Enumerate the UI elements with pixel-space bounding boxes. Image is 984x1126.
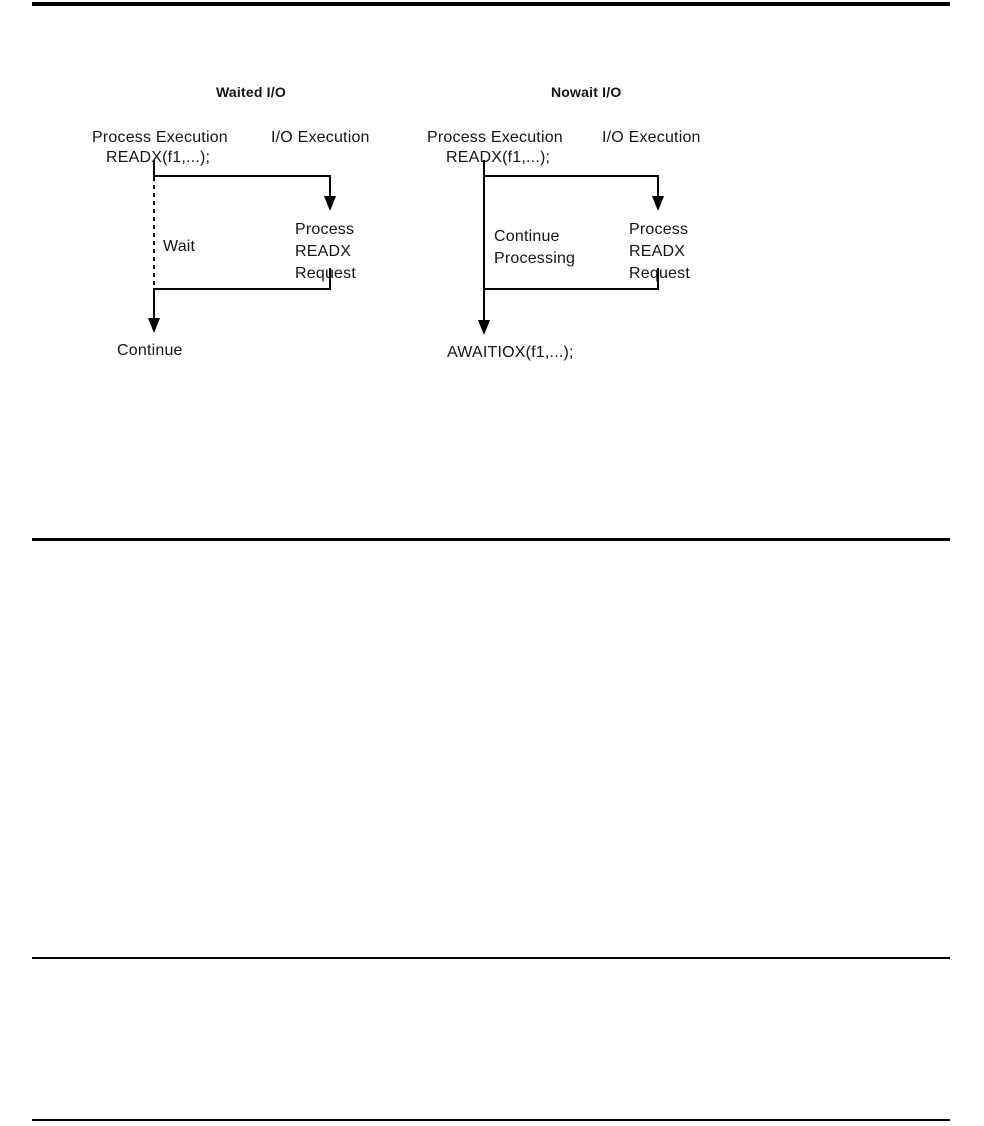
horizontal-rule-middle-2 — [32, 957, 950, 959]
process-execution-column-header: Process Execution — [92, 129, 228, 146]
down-arrow-icon — [478, 320, 490, 335]
figure-title: Nowait I/O — [551, 84, 622, 100]
io-action-label-line: Request — [295, 265, 356, 282]
io-timeline-segment — [329, 177, 331, 197]
io-action-label: Process READX Request — [295, 219, 356, 285]
process-timeline-lower-segment — [153, 290, 155, 319]
io-timeline-segment — [657, 177, 659, 197]
io-timeline-lower-stub — [657, 268, 659, 289]
process-execution-column-header: Process Execution — [427, 129, 563, 146]
io-action-label-line: Process — [295, 221, 355, 238]
io-action-label-line: Process — [629, 221, 689, 238]
down-arrow-icon — [148, 318, 160, 333]
down-arrow-icon — [652, 196, 664, 211]
wait-label: Wait — [163, 238, 196, 255]
completion-return-line — [153, 288, 331, 290]
down-arrow-icon — [324, 196, 336, 211]
continue-processing-label: Continue Processing — [494, 226, 575, 270]
continue-processing-label-line: Continue — [494, 228, 560, 245]
io-timeline-lower-stub — [329, 268, 331, 289]
process-wait-dashed-line — [153, 177, 155, 288]
horizontal-rule-bottom — [32, 1119, 950, 1121]
io-action-label-line: READX — [295, 243, 352, 260]
horizontal-rule-middle-1 — [32, 538, 950, 541]
awaitiox-call-label: AWAITIOX(f1,...); — [447, 344, 574, 361]
readx-call-label: READX(f1,...); — [446, 149, 551, 166]
figure-title: Waited I/O — [216, 84, 286, 100]
process-timeline-line — [483, 160, 485, 320]
process-timeline-upper-segment — [153, 160, 155, 177]
readx-call-label: READX(f1,...); — [106, 149, 211, 166]
request-dispatch-line — [483, 175, 659, 177]
io-execution-column-header: I/O Execution — [602, 129, 701, 146]
continue-label: Continue — [117, 342, 183, 359]
io-action-label: Process READX Request — [629, 219, 690, 285]
io-action-label-line: Request — [629, 265, 690, 282]
horizontal-rule-top — [32, 2, 950, 6]
continue-processing-label-line: Processing — [494, 250, 576, 267]
io-action-label-line: READX — [629, 243, 686, 260]
request-dispatch-line — [153, 175, 331, 177]
completion-return-line — [483, 288, 659, 290]
io-execution-column-header: I/O Execution — [271, 129, 370, 146]
